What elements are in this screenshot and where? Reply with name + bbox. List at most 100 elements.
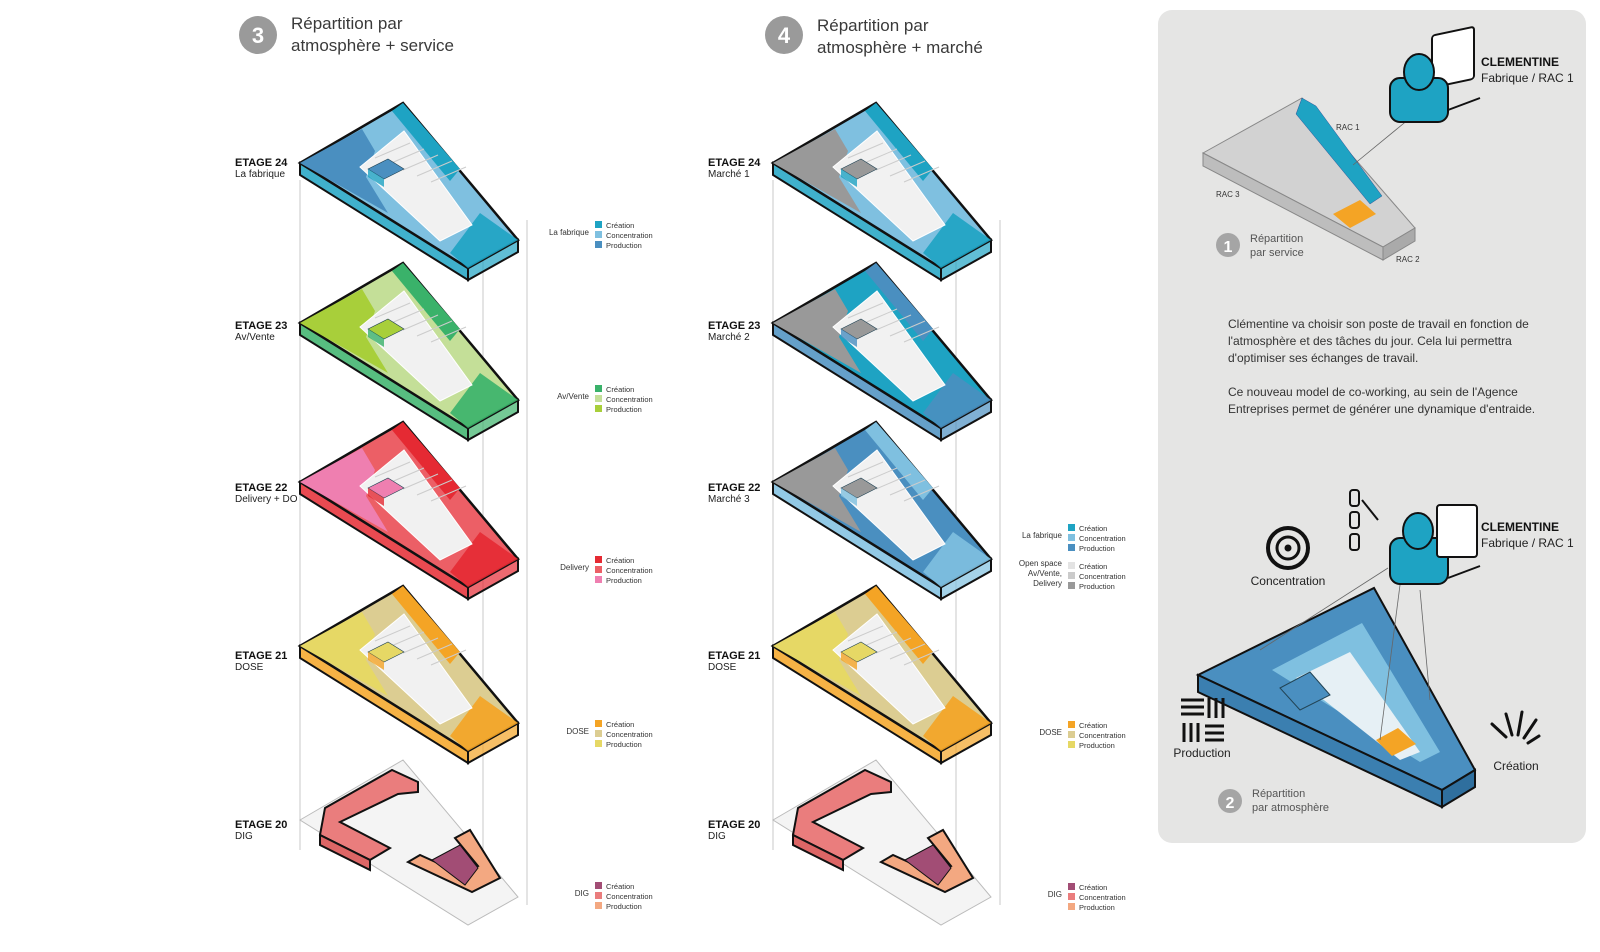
person-name-bottom: CLEMENTINE bbox=[1481, 520, 1559, 534]
legend-item: Production bbox=[1079, 741, 1115, 750]
legend-item: Création bbox=[1079, 562, 1107, 571]
floor-label: ETAGE 21 bbox=[235, 650, 287, 662]
legend-name: La fabrique bbox=[1022, 531, 1063, 540]
legend-item: Concentration bbox=[1079, 731, 1126, 740]
paragraph-1-line1: Clémentine va choisir son poste de trava… bbox=[1228, 317, 1529, 331]
production-label: Production bbox=[1173, 746, 1230, 760]
stack-guides bbox=[299, 180, 1001, 915]
paragraph-2-line2: Entreprises permet de générer une dynami… bbox=[1228, 402, 1535, 416]
legend-swatch bbox=[1068, 721, 1075, 728]
legend-swatch bbox=[1068, 903, 1075, 910]
legend-swatch bbox=[595, 405, 602, 412]
step-2-line1: Répartition bbox=[1252, 788, 1305, 800]
legend-swatch bbox=[1068, 562, 1075, 569]
service-plan: RAC 1 RAC 2 RAC 3 bbox=[1201, 97, 1421, 264]
legends: La fabriqueCréationConcentrationProducti… bbox=[549, 221, 1126, 912]
legend-swatch bbox=[595, 231, 602, 238]
floor-label: ETAGE 20 bbox=[235, 819, 287, 831]
floor-label: ETAGE 20 bbox=[708, 819, 760, 831]
column-4-header: 4 Répartition par atmosphère + marché bbox=[765, 16, 983, 57]
floor-sublabel: DIG bbox=[708, 831, 726, 842]
legend-swatch bbox=[1068, 572, 1075, 579]
legend-item: Concentration bbox=[1079, 893, 1126, 902]
concentration-icon bbox=[1266, 526, 1310, 570]
legend-name: DOSE bbox=[1039, 728, 1062, 737]
legend-swatch bbox=[595, 892, 602, 899]
legend-item: Concentration bbox=[606, 231, 653, 240]
column-3-floor-stack bbox=[297, 101, 520, 926]
step-4-number: 4 bbox=[778, 23, 791, 48]
legend-item: Concentration bbox=[1079, 572, 1126, 581]
step-2-number: 2 bbox=[1226, 795, 1235, 812]
creation-icon bbox=[1490, 710, 1541, 745]
legend-swatch bbox=[1068, 741, 1075, 748]
legend-item: Concentration bbox=[606, 566, 653, 575]
legend-item: Production bbox=[606, 405, 642, 414]
step-2-badge bbox=[1218, 789, 1242, 813]
column-3-title-line2: atmosphère + service bbox=[291, 36, 454, 55]
floor-plate bbox=[297, 261, 520, 442]
legend-item: Production bbox=[606, 740, 642, 749]
step-1-line1: Répartition bbox=[1250, 233, 1303, 245]
legend-name: La fabrique bbox=[549, 228, 590, 237]
legend-swatch bbox=[595, 385, 602, 392]
person-name-top: CLEMENTINE bbox=[1481, 55, 1559, 69]
floor-label: ETAGE 22 bbox=[235, 482, 287, 494]
floor-sublabel: Av/Vente bbox=[235, 332, 275, 343]
legend-swatch bbox=[595, 720, 602, 727]
floor-sublabel: DOSE bbox=[708, 662, 737, 673]
floor-label: ETAGE 24 bbox=[235, 157, 288, 169]
floor-plate bbox=[770, 101, 993, 282]
legend-swatch bbox=[595, 221, 602, 228]
atmosphere-plan bbox=[1195, 567, 1477, 809]
legend-swatch bbox=[595, 241, 602, 248]
legend-item: Concentration bbox=[1079, 534, 1126, 543]
legend-name: Av/Vente bbox=[557, 392, 589, 401]
phone-icon bbox=[1349, 489, 1379, 551]
legend-item: Production bbox=[606, 902, 642, 911]
column-3-floor-labels: ETAGE 24 La fabrique ETAGE 23 Av/Vente E… bbox=[235, 157, 298, 842]
legend-item: Création bbox=[1079, 883, 1107, 892]
floor-plate bbox=[297, 420, 520, 601]
side-panel-background bbox=[1158, 10, 1586, 843]
legend-swatch bbox=[1068, 544, 1075, 551]
floor-label: ETAGE 23 bbox=[708, 320, 760, 332]
step-2-line2: par atmosphère bbox=[1252, 802, 1329, 814]
production-icon bbox=[1181, 698, 1225, 742]
floor-label: ETAGE 22 bbox=[708, 482, 760, 494]
floor-sublabel: DOSE bbox=[235, 662, 264, 673]
floor-plate bbox=[297, 101, 520, 282]
legend-item: Création bbox=[606, 720, 634, 729]
floor-sublabel: DIG bbox=[235, 831, 253, 842]
legend-item: Création bbox=[1079, 721, 1107, 730]
legend-name: DOSE bbox=[566, 727, 589, 736]
legend-name: DIG bbox=[1048, 890, 1062, 899]
floor-sublabel: Marché 2 bbox=[708, 332, 750, 343]
legend-swatch bbox=[1068, 524, 1075, 531]
legend-item: Création bbox=[606, 385, 634, 394]
floor-plate bbox=[297, 584, 520, 765]
legend-name: Delivery bbox=[560, 563, 589, 572]
legend-item: Création bbox=[606, 882, 634, 891]
legend-item: Création bbox=[606, 556, 634, 565]
legend-item: Production bbox=[1079, 582, 1115, 591]
floor-plate bbox=[772, 759, 992, 926]
legend-swatch bbox=[1068, 893, 1075, 900]
legend-item: Concentration bbox=[606, 730, 653, 739]
legend-name: Open space bbox=[1019, 559, 1063, 568]
rac-3-label: RAC 3 bbox=[1216, 190, 1240, 199]
floor-sublabel: Marché 3 bbox=[708, 494, 750, 505]
person-role-top: Fabrique / RAC 1 bbox=[1481, 71, 1574, 85]
legend-item: Concentration bbox=[606, 395, 653, 404]
step-3-badge bbox=[239, 16, 277, 54]
floor-sublabel: Marché 1 bbox=[708, 169, 750, 180]
column-3-header: 3 Répartition par atmosphère + service bbox=[239, 14, 454, 55]
rac-2-label: RAC 2 bbox=[1396, 255, 1420, 264]
floor-plate bbox=[770, 584, 993, 765]
step-1-badge bbox=[1216, 233, 1240, 257]
legend-swatch bbox=[595, 740, 602, 747]
side-panel: RAC 1 RAC 2 RAC 3 CLEMENTINE Fabrique / … bbox=[1158, 10, 1586, 843]
legend-swatch bbox=[1068, 582, 1075, 589]
legend-swatch bbox=[595, 902, 602, 909]
legend-swatch bbox=[1068, 534, 1075, 541]
